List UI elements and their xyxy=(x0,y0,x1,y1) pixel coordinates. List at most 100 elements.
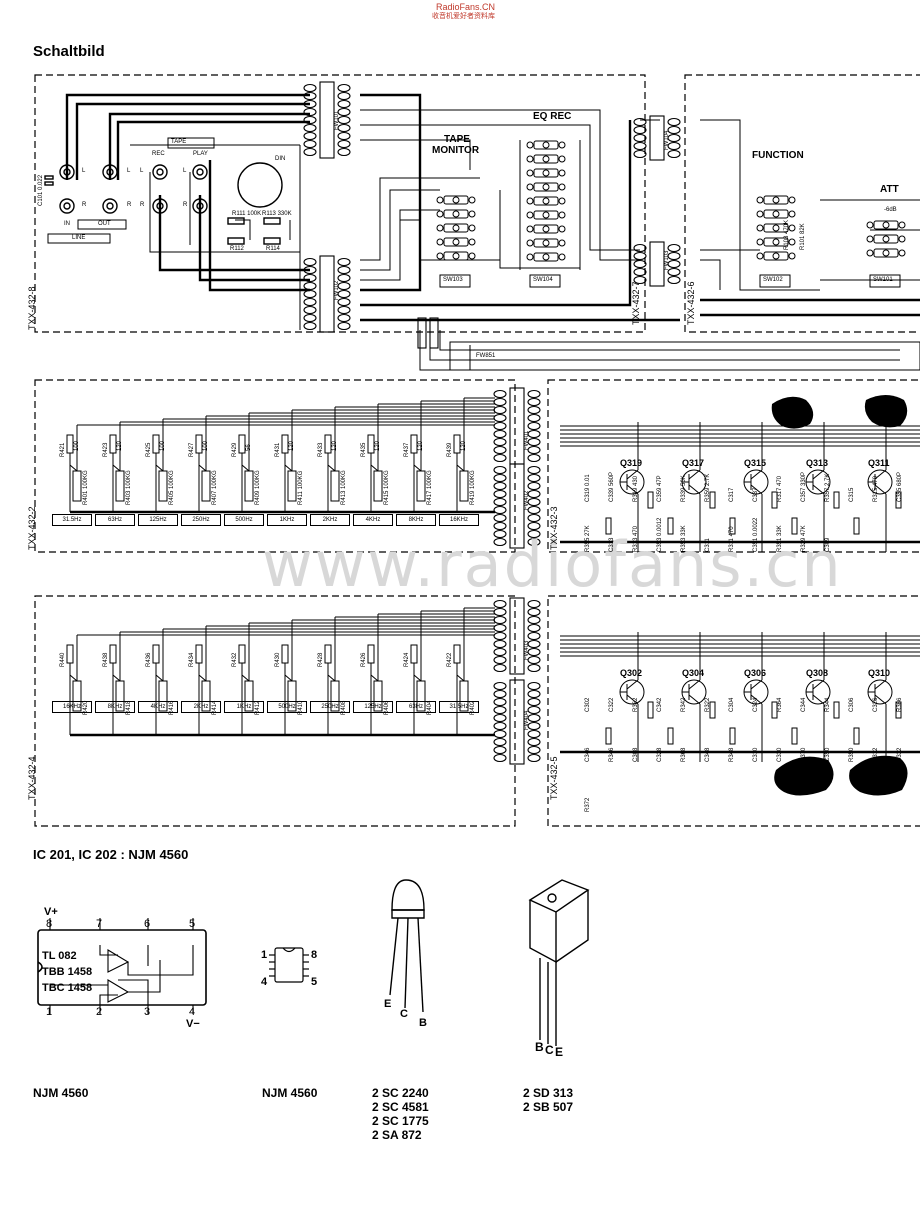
sw104-contact xyxy=(558,225,566,233)
fw402-pin xyxy=(493,521,507,531)
fw401-label: FW401 xyxy=(524,430,530,450)
lower_eq-resistor-label: R434 xyxy=(189,652,195,667)
lower_eq-resistor xyxy=(853,727,860,745)
fw101-pin xyxy=(303,147,317,157)
upper_eq-transistor-label: Q313 xyxy=(806,458,829,468)
sw101-contact xyxy=(882,249,890,257)
lower_eq-bus xyxy=(420,610,495,681)
lower_eq-pot-label: R410 xyxy=(298,700,304,715)
fw404-pin xyxy=(493,697,507,707)
lower_eq-transistor-label: Q310 xyxy=(868,668,891,678)
board-label-txx-432-4: TXX-432-4 xyxy=(27,756,37,800)
upper_eq-component-label: C339 560P xyxy=(609,471,615,502)
fw403-pin xyxy=(493,623,507,633)
upper_eq-resistor xyxy=(238,434,246,454)
sw103-slider xyxy=(443,251,469,261)
dip-pin-8: 8 xyxy=(311,949,318,961)
upper_eq-component-label: C319 0.01 xyxy=(585,474,591,502)
fw401-pin xyxy=(527,445,541,455)
att-title: ATT xyxy=(880,184,899,195)
lower_eq-pot-label: R414 xyxy=(212,700,218,715)
label-r-3: R xyxy=(140,202,145,208)
lower_eq-pot-label: R416 xyxy=(169,700,175,715)
lower_eq-component-label: C348 xyxy=(705,747,711,762)
lower_eq-bus xyxy=(248,622,495,681)
upper_eq-component-label: C357 330P xyxy=(801,471,807,502)
sw104-contact xyxy=(558,141,566,149)
fw101-pin xyxy=(337,131,351,141)
fw404-pin xyxy=(493,681,507,691)
upper_eq-resistor-label: R421 xyxy=(60,442,66,457)
upper_eq-value-label: 56 xyxy=(246,444,252,451)
fw101-pin xyxy=(303,91,317,101)
sw103-contact xyxy=(436,196,444,204)
sw103-contact xyxy=(468,196,476,204)
sw103-contact xyxy=(452,196,460,204)
fw404-body xyxy=(509,679,525,765)
function-title: FUNCTION xyxy=(752,150,804,161)
sw103-slider xyxy=(443,209,469,219)
upper_eq-bus xyxy=(377,403,495,471)
board-txx-432-3 xyxy=(547,379,920,553)
upper_eq-wire xyxy=(112,464,121,512)
upper_eq-resistor xyxy=(771,491,778,509)
vplus-label: V+ xyxy=(44,906,58,918)
sw104-contact xyxy=(558,155,566,163)
upper_eq-component-label: C355 680P xyxy=(897,471,903,502)
fw102-pin xyxy=(303,289,317,299)
upper_eq-component-label: R353 33K xyxy=(681,525,687,552)
upper_eq-transistor-label: Q311 xyxy=(868,458,890,468)
sw103-slider xyxy=(443,237,469,247)
upper_eq-bus xyxy=(334,406,495,471)
sw103-contact xyxy=(452,252,460,260)
lower_eq-transistor-label: Q306 xyxy=(744,668,767,678)
upper_eq-pot xyxy=(244,470,254,502)
upper_eq-transistor-leads xyxy=(620,469,639,495)
to220-lead-b: B xyxy=(535,1040,544,1054)
upper_eq-wire xyxy=(198,464,207,512)
upper_eq-resistor xyxy=(367,434,375,454)
fw402-pin xyxy=(527,481,541,491)
upper_eq-component-label: C353 0.0012 xyxy=(657,517,663,552)
fw102-pin xyxy=(303,297,317,307)
fw101-pin xyxy=(337,115,351,125)
sw102-contact xyxy=(756,196,764,204)
upper_eq-resistor xyxy=(109,434,117,454)
fw403-pin xyxy=(527,655,541,665)
ic-pin-1: 1 xyxy=(46,1006,53,1018)
upper_eq-component-label: C359 47P xyxy=(657,475,663,502)
upper_eq-resistor-label: R423 xyxy=(103,442,109,457)
sw102-slider xyxy=(763,223,789,233)
fw401-pin xyxy=(493,453,507,463)
upper_eq-wire xyxy=(456,464,465,512)
sw104-contact xyxy=(526,169,534,177)
lower_eq-transistor-leads xyxy=(620,679,639,705)
sw104-slider xyxy=(533,182,559,192)
lower_eq-bus xyxy=(334,616,495,681)
upper_eq-resistor-label: R437 xyxy=(404,442,410,457)
to92-lead-b: B xyxy=(419,1017,427,1029)
fw101-pin xyxy=(303,99,317,109)
fw101-pin xyxy=(303,115,317,125)
fw404-pin xyxy=(527,721,541,731)
lower_eq-component-label: C350 xyxy=(825,747,831,762)
lower_eq-component-label: R350 xyxy=(849,747,855,762)
upper_eq-resistor xyxy=(453,434,461,454)
fw402-pin xyxy=(493,497,507,507)
ic-caption-1: NJM 4560 xyxy=(33,1086,89,1100)
fw103-pin xyxy=(633,243,647,253)
lower_eq-component-label: R370 xyxy=(801,747,807,762)
to92-part-4: 2 SA 872 xyxy=(372,1128,422,1142)
sw103-contact xyxy=(468,210,476,218)
dip-pin-1: 1 xyxy=(261,949,268,961)
fw403-pin xyxy=(527,599,541,609)
fw102-pin xyxy=(337,257,351,267)
upper_eq-resistor-label: R439 xyxy=(447,442,453,457)
sw104-contact xyxy=(542,169,550,177)
ic-pin-3: 3 xyxy=(144,1006,151,1018)
fw403-pin xyxy=(527,647,541,657)
sw104-slider xyxy=(533,210,559,220)
lower_eq-band-label: 500Hz xyxy=(267,701,307,713)
sw104-contact xyxy=(558,239,566,247)
fw401-pin xyxy=(493,421,507,431)
